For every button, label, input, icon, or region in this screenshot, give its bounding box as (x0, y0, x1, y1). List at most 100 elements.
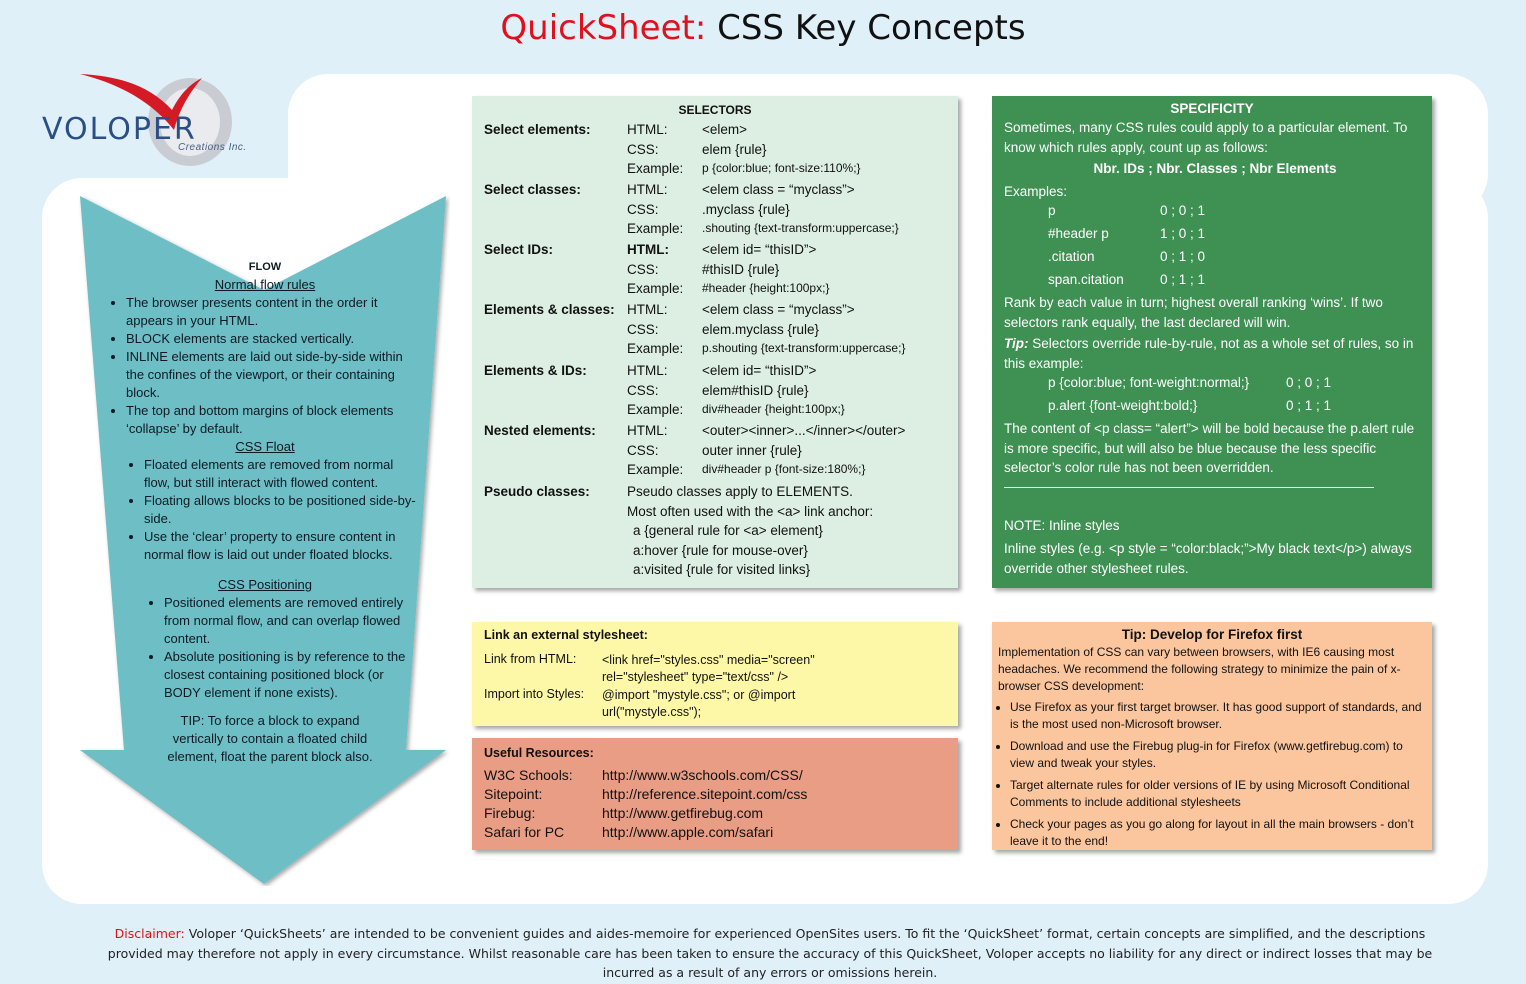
selector-key: HTML: (627, 182, 668, 197)
tip-example-rule: p {color:blue; font-weight:normal;} (1048, 375, 1250, 390)
selector-value: <elem> (702, 122, 748, 137)
divider (1004, 486, 1374, 488)
resource-url[interactable]: http://www.getfirebug.com (602, 805, 764, 821)
list-item: Check your pages as you go along for lay… (1010, 816, 1424, 850)
selector-group-label: Nested elements: (484, 423, 596, 438)
import-value: @import "mystyle.css"; or @import url("m… (602, 688, 796, 719)
selector-value: elem#thisID {rule} (702, 382, 809, 398)
pseudo-line: Most often used with the <a> link anchor… (627, 503, 874, 519)
selector-key: CSS: (627, 321, 659, 337)
firefox-tip-panel: Tip: Develop for Firefox first Implement… (992, 622, 1432, 850)
resource-url[interactable]: http://reference.sitepoint.com/css (602, 786, 808, 802)
example-score: 0 ; 1 ; 1 (1160, 272, 1206, 287)
specificity-intro: Sometimes, many CSS rules could apply to… (1004, 120, 1408, 155)
link-stylesheet-panel: Link an external stylesheet: Link from H… (472, 622, 958, 726)
tip-text: Selectors override rule-by-rule, not as … (1004, 336, 1414, 371)
list-item: Target alternate rules for older version… (1010, 777, 1424, 811)
selector-key: CSS: (627, 141, 659, 157)
tip-example-rule: p.alert {font-weight:bold;} (1048, 398, 1198, 413)
selector-group-label: Elements & IDs: (484, 363, 587, 378)
pseudo-label: Pseudo classes: (484, 484, 590, 499)
selector-value: #header {height:100px;} (702, 281, 830, 295)
firefox-tip-body: Implementation of CSS can vary between b… (998, 644, 1424, 855)
selector-value: elem {rule} (702, 141, 767, 157)
resource-url[interactable]: http://www.w3schools.com/CSS/ (602, 767, 803, 783)
selector-key: Example: (627, 402, 684, 417)
selector-value: div#header p {font-size:180%;} (702, 462, 866, 476)
specificity-tip: Tip: Selectors override rule-by-rule, no… (1004, 334, 1426, 373)
selector-value: <outer><inner>...</inner></outer> (702, 423, 906, 438)
selector-group-label: Select IDs: (484, 242, 554, 257)
example-row: span.citation 0 ; 1 ; 1 (1004, 270, 1426, 293)
resource-name: Firebug: (484, 805, 536, 821)
selector-key: HTML: (627, 122, 668, 137)
positioning-list: Positioned elements are removed entirely… (110, 594, 414, 702)
note-text: Inline styles (e.g. <p style = “color:bl… (1004, 541, 1412, 576)
selector-key: HTML: (627, 363, 668, 378)
selector-value: <elem id= “thisID”> (702, 363, 817, 378)
list-item: Use Firefox as your first target browser… (1010, 699, 1424, 733)
tip-example-score: 0 ; 1 ; 1 (1286, 398, 1332, 413)
normal-flow-list: The browser presents content in the orde… (110, 294, 420, 438)
firefox-tip-list: Use Firefox as your first target browser… (998, 699, 1424, 850)
selector-key: HTML: (627, 242, 669, 257)
css-float-title: CSS Float (235, 439, 295, 454)
specificity-formula: Nbr. IDs ; Nbr. Classes ; Nbr Elements (1093, 161, 1337, 176)
example-score: 1 ; 0 ; 1 (1160, 226, 1206, 241)
selector-key: Example: (627, 341, 684, 356)
voloper-logo-icon (80, 74, 232, 166)
example-selector: #header p (1048, 226, 1109, 241)
logo-name: VOLOPER (42, 112, 197, 147)
note-title: NOTE: Inline styles (1004, 517, 1120, 533)
flow-section: FLOW Normal flow rules The browser prese… (110, 258, 420, 766)
rank-text: Rank by each value in turn; highest over… (1004, 295, 1383, 330)
example-row: #header p 1 ; 0 ; 1 (1004, 224, 1426, 247)
selector-value: p.shouting {text-transform:uppercase;} (702, 341, 906, 355)
list-item: Floating allows blocks to be positioned … (144, 492, 420, 528)
title-rest: CSS Key Concepts (717, 8, 1026, 48)
disclaimer: Disclaimer: Voloper ‘QuickSheets’ are in… (100, 924, 1440, 983)
resource-name: Sitepoint: (484, 786, 543, 802)
selector-value: outer inner {rule} (702, 442, 802, 458)
pseudo-lines: Pseudo classes apply to ELEMENTS. Most o… (627, 482, 873, 580)
selector-key: CSS: (627, 442, 659, 458)
resources-heading: Useful Resources: (484, 746, 594, 760)
css-positioning-title: CSS Positioning (218, 577, 312, 592)
selectors-panel: SELECTORS Select elements:HTML:<elem>CSS… (472, 96, 958, 588)
specificity-body: Sometimes, many CSS rules could apply to… (1004, 118, 1426, 578)
selectors-heading: SELECTORS (678, 103, 752, 117)
resource-url[interactable]: http://www.apple.com/safari (602, 824, 774, 840)
selector-value: <elem class = “myclass”> (702, 302, 855, 317)
selector-value: .myclass {rule} (702, 201, 790, 217)
selector-value: .shouting {text-transform:uppercase;} (702, 221, 899, 235)
tip-example-row: p {color:blue; font-weight:normal;} 0 ; 0… (1004, 373, 1426, 396)
selector-value: div#header {height:100px;} (702, 402, 845, 416)
selector-group-label: Select classes: (484, 182, 581, 197)
list-item: Floated elements are removed from normal… (144, 456, 420, 492)
resources-panel: Useful Resources: W3C Schools: http://www… (472, 738, 958, 850)
selector-key: CSS: (627, 261, 659, 277)
examples-label: Examples: (1004, 183, 1068, 199)
list-item: The top and bottom margins of block elem… (126, 402, 420, 438)
link-value: <link href="styles.css" media="screen" r… (602, 653, 815, 684)
pseudo-line: a:hover {rule for mouse-over} (633, 542, 808, 558)
pseudo-line: a {general rule for <a> element} (633, 523, 823, 538)
firefox-tip-intro: Implementation of CSS can vary between b… (998, 645, 1401, 693)
disclaimer-label: Disclaimer: (114, 926, 185, 941)
specificity-heading: SPECIFICITY (1170, 101, 1254, 116)
list-item: INLINE elements are laid out side-by-sid… (126, 348, 420, 402)
title-brand: QuickSheet: (500, 8, 707, 48)
selector-key: Example: (627, 221, 684, 236)
resource-name: W3C Schools: (484, 767, 573, 783)
list-item: Positioned elements are removed entirely… (164, 594, 414, 648)
selector-value: #thisID {rule} (702, 261, 780, 277)
tip-example-score: 0 ; 0 ; 1 (1286, 375, 1332, 390)
import-label: Import into Styles: (484, 687, 585, 701)
selector-key: HTML: (627, 302, 668, 317)
example-score: 0 ; 1 ; 0 (1160, 249, 1206, 264)
flow-arrow-shape (80, 196, 446, 884)
selector-key: CSS: (627, 201, 659, 217)
example-selector: span.citation (1048, 272, 1124, 287)
